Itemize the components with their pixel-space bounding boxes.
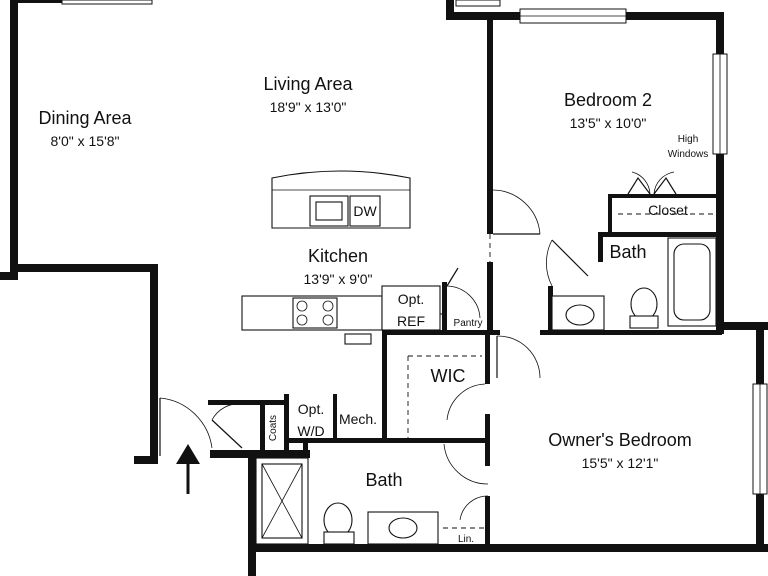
opt-ref-2: REF (397, 313, 425, 329)
opt-wd-1: Opt. (298, 401, 324, 417)
bedroom2-name: Bedroom 2 (564, 90, 652, 110)
kitchen-fixtures (241, 170, 441, 345)
room-labels: Dining Area 8'0" x 15'8" Living Area 18'… (38, 74, 708, 545)
wic-label: WIC (431, 366, 466, 386)
bath-fixtures (255, 237, 717, 545)
kitchen-dims: 13'9" x 9'0" (304, 271, 373, 287)
high-windows-1: High (678, 134, 699, 145)
linen-label: Lin. (458, 534, 474, 545)
mech-label: Mech. (339, 411, 377, 427)
living-name: Living Area (263, 74, 353, 94)
high-windows-2: Windows (668, 149, 709, 160)
opt-ref-1: Opt. (398, 291, 424, 307)
bedroom2-dims: 13'5" x 10'0" (570, 115, 647, 131)
dining-dims: 8'0" x 15'8" (51, 133, 120, 149)
owners-name: Owner's Bedroom (548, 430, 692, 450)
opt-wd-2: W/D (297, 423, 324, 439)
dining-name: Dining Area (38, 108, 132, 128)
coats-label: Coats (268, 415, 279, 441)
windows (61, 0, 768, 495)
bath-upper-label: Bath (609, 242, 646, 262)
bath-lower-label: Bath (365, 470, 402, 490)
entry-arrow-icon (176, 444, 200, 494)
closet-label: Closet (648, 202, 688, 218)
pantry-label: Pantry (454, 318, 483, 329)
doors (159, 171, 677, 521)
dw-label: DW (353, 203, 377, 219)
living-dims: 18'9" x 13'0" (270, 99, 347, 115)
owners-dims: 15'5" x 12'1" (582, 455, 659, 471)
kitchen-name: Kitchen (308, 246, 368, 266)
